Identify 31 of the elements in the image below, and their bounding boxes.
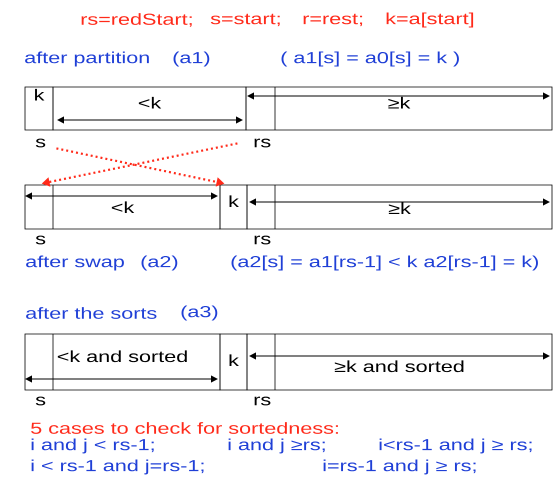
note-heading: 5 cases to check for sortedness: (31, 422, 338, 434)
section-heading: after partition (25, 52, 149, 66)
index-label: rs (254, 236, 270, 244)
array-cell: <k (52, 86, 246, 130)
array-cell: ≥k and sorted (246, 334, 552, 390)
definition-text: r=rest; (304, 14, 362, 26)
equation-text: (a2[s] = a1[rs-1] < k a2[rs-1] = k) (232, 256, 538, 270)
array-cell: k (220, 334, 248, 390)
case-text: i and j < rs-1; (32, 438, 154, 454)
case-text: i<rs-1 and j ≥ rs; (380, 438, 532, 454)
array-cell: k (220, 184, 248, 230)
section-heading: (a1) (174, 52, 210, 66)
definition-text: rs=redStart; (82, 13, 192, 27)
definition-text: k=a[start] (386, 12, 474, 28)
index-label: rs (254, 138, 270, 148)
definition-text: s=start; (210, 14, 280, 26)
array-cell: ≥k (246, 184, 552, 230)
case-text: i=rs-1 and j ≥ rs; (324, 460, 476, 474)
section-heading: after the sorts (26, 307, 156, 319)
section-heading: (a3) (182, 306, 218, 320)
array-cell: <k and sorted (24, 334, 220, 390)
case-text: i and j ≥rs; (228, 438, 325, 454)
index-label: s (36, 138, 46, 148)
array-cell: <k (24, 184, 220, 230)
section-heading: after swap (26, 256, 124, 270)
case-text: i < rs-1 and j=rs-1; (32, 460, 204, 474)
index-label: rs (254, 396, 270, 406)
array-cell: ≥k (246, 86, 552, 130)
array-cell: k (24, 86, 54, 130)
section-heading: (a2) (142, 256, 178, 270)
equation-text: ( a1[s] = a0[s] = k ) (282, 52, 459, 66)
